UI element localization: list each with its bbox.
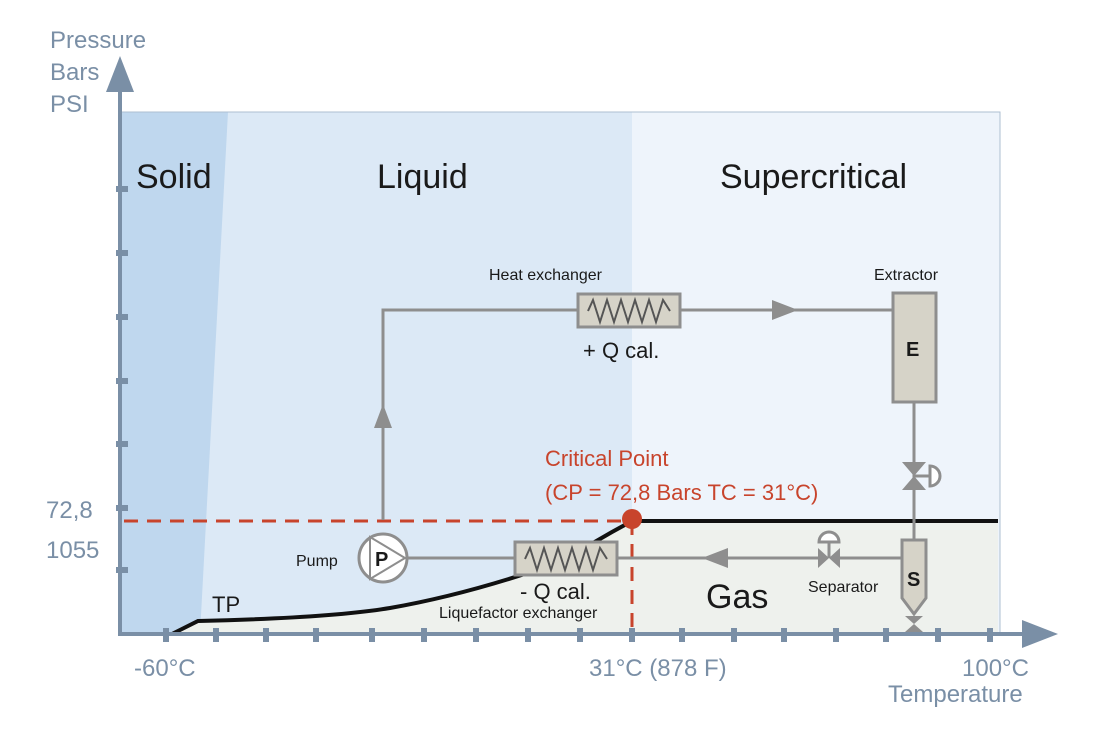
separator-letter: S <box>907 569 920 591</box>
separator-vessel <box>900 538 928 632</box>
separator-valve <box>817 530 841 568</box>
x-axis-title: Temperature <box>888 681 1023 708</box>
heat-exchanger-caption: + Q cal. <box>583 338 659 363</box>
back-pressure-valve <box>902 462 942 490</box>
x-tick-label-mid: 31°C (878 F) <box>589 655 727 682</box>
y-axis-ticks <box>116 186 128 573</box>
x-tick-label-right: 100°C <box>962 655 1029 682</box>
x-axis-ticks <box>163 628 993 642</box>
liquefactor-caption: - Q cal. <box>520 579 591 604</box>
separator-label: Separator <box>808 579 879 596</box>
heat-exchanger <box>576 292 682 329</box>
triple-point-label: TP <box>212 592 240 617</box>
pump <box>357 532 409 584</box>
liquid-region <box>200 112 632 634</box>
y-axis-arrow <box>106 56 134 92</box>
pump-label: Pump <box>296 553 338 570</box>
liquefactor-label: Liquefactor exchanger <box>439 605 598 622</box>
y-axis-title-line1: Pressure <box>50 27 146 54</box>
extractor-label: Extractor <box>874 267 939 284</box>
y-tick-label-bars: 72,8 <box>46 497 93 524</box>
liquefactor-exchanger <box>513 540 619 577</box>
y-axis-title-line2: Bars <box>50 59 99 86</box>
critical-point-detail: (CP = 72,8 Bars TC = 31°C) <box>545 480 818 505</box>
y-axis-title-line3: PSI <box>50 91 89 118</box>
critical-point-marker <box>622 509 642 529</box>
x-tick-label-left: -60°C <box>134 655 196 682</box>
heat-exchanger-label: Heat exchanger <box>489 267 603 284</box>
flow-arrow-up <box>374 404 392 428</box>
gas-label: Gas <box>706 578 768 616</box>
y-tick-label-psi: 1055 <box>46 537 99 564</box>
extractor-vessel <box>891 291 938 404</box>
critical-point-title: Critical Point <box>545 446 668 471</box>
pump-letter: P <box>375 549 388 571</box>
x-axis-arrow <box>1022 620 1058 648</box>
flow-arrow-right <box>772 300 798 320</box>
supercritical-label: Supercritical <box>720 158 907 196</box>
flow-arrow-left <box>702 548 728 568</box>
extractor-letter: E <box>906 339 919 361</box>
solid-label: Solid <box>136 158 212 196</box>
liquid-label: Liquid <box>377 158 468 196</box>
gas-region <box>172 521 998 634</box>
